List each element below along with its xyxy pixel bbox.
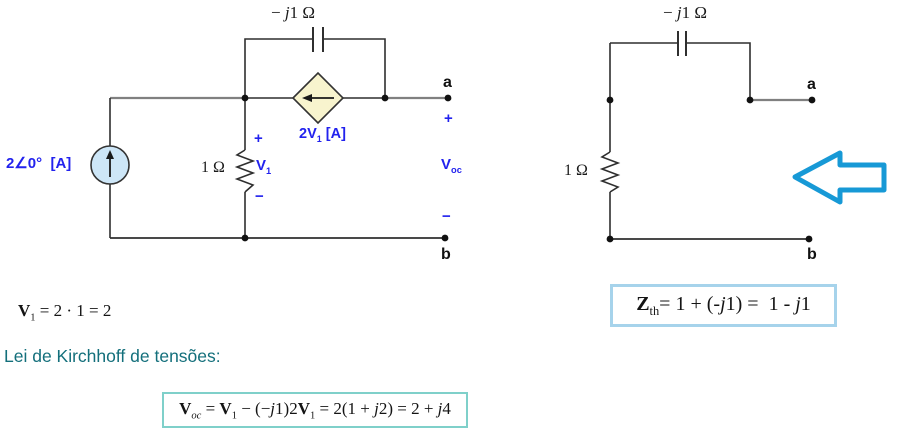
node-dot	[381, 94, 389, 102]
v1-minus-sign: −	[255, 188, 264, 205]
voc-label: Voc	[441, 156, 462, 175]
node-dot	[241, 94, 249, 102]
left-resistor-label: 1 Ω	[201, 159, 225, 176]
left-capacitor-label: − j1 Ω	[271, 3, 315, 22]
pointer-arrow-icon	[792, 150, 887, 205]
terminal-b-label: b	[807, 246, 817, 263]
zth-equation-box: Zth= 1 + (-j1) = 1 - j1	[610, 284, 837, 327]
terminal-b-dot	[805, 235, 813, 243]
terminal-a-label: a	[807, 76, 816, 93]
resistor-icon	[599, 151, 621, 193]
left-circuit-nodes	[241, 94, 452, 242]
v1-label: V1	[256, 157, 272, 176]
v1-value-equation: V1 = 2 · 1 = 2	[18, 301, 112, 324]
right-circuit	[599, 31, 816, 243]
node-dot	[606, 235, 614, 243]
capacitor-icon	[677, 31, 687, 56]
right-capacitor-label: − j1 Ω	[663, 3, 707, 22]
voc-minus-sign: −	[442, 208, 451, 225]
zth-equation: Zth= 1 + (-j1) = 1 - j1	[636, 292, 811, 318]
terminal-b-dot	[441, 234, 449, 242]
right-resistor-label: 1 Ω	[564, 162, 588, 179]
voc-equation: Voc = V1 − (−j1)2V1 = 2(1 + j2) = 2 + j4	[179, 398, 451, 422]
node-dot	[746, 96, 754, 104]
node-dot	[241, 234, 249, 242]
node-dot	[606, 96, 614, 104]
left-circuit	[90, 27, 452, 242]
v1-plus-sign: +	[254, 130, 263, 147]
capacitor-loop-wire	[244, 38, 386, 97]
terminal-b-label: b	[441, 246, 451, 263]
dependent-source-arrow-head	[302, 94, 312, 102]
voc-plus-sign: +	[444, 110, 453, 127]
terminal-a-dot	[444, 94, 452, 102]
resistor-icon	[234, 149, 256, 193]
right-circuit-nodes	[606, 96, 816, 243]
source-arrow-head	[106, 150, 114, 159]
capacitor-icon	[312, 27, 324, 52]
dependent-source-label: 2V1 [A]	[299, 126, 346, 144]
voc-equation-box: Voc = V1 − (−j1)2V1 = 2(1 + j2) = 2 + j4	[162, 392, 468, 428]
terminal-a-label: a	[443, 74, 452, 91]
terminal-a-dot	[808, 96, 816, 104]
kvl-heading: Lei de Kirchhoff de tensões:	[4, 346, 221, 366]
capacitor-loop-wire	[610, 42, 751, 100]
independent-source-label: 2∠0° [A]	[6, 155, 72, 172]
